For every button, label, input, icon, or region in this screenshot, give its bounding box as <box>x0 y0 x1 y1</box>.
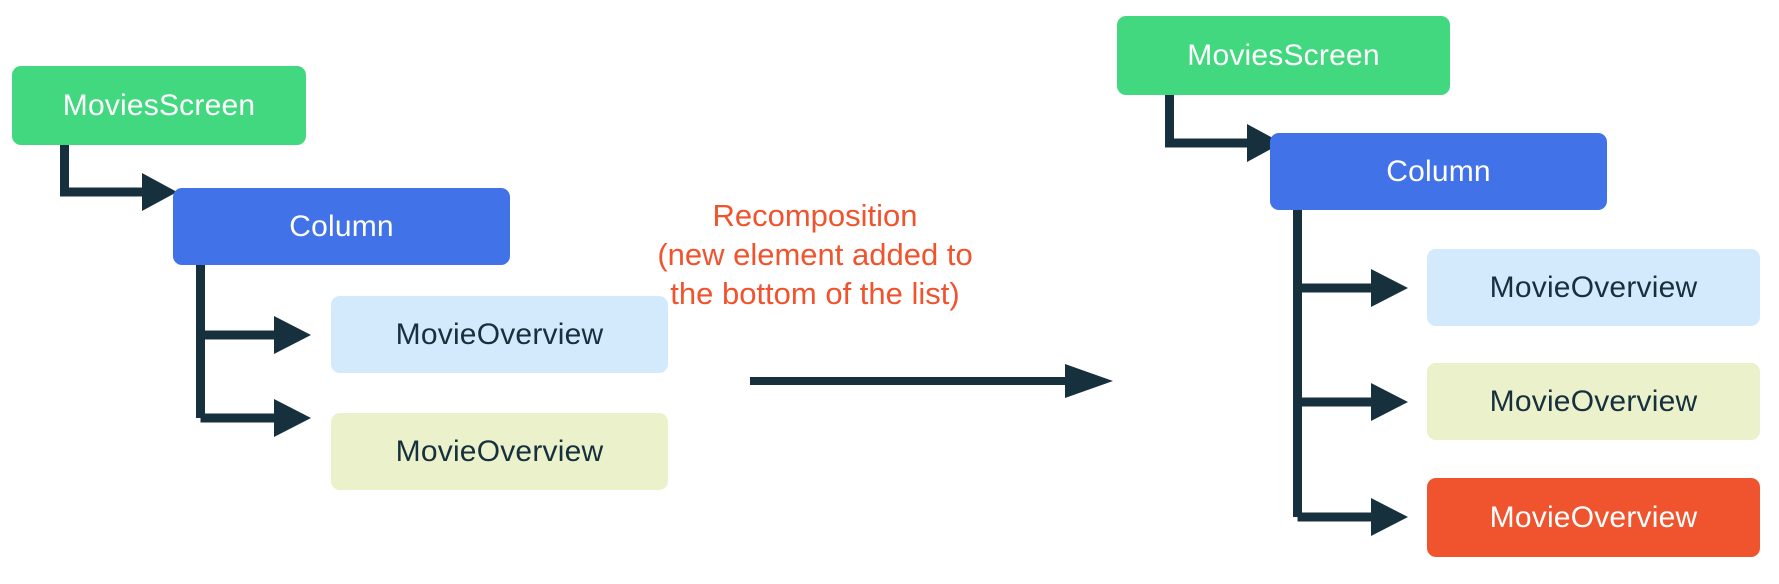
recomposition-caption: Recomposition (new element added to the … <box>657 198 973 311</box>
node-left-moviesscreen[interactable]: MoviesScreen <box>12 66 306 145</box>
node-right-movie-overview-3-new[interactable]: MovieOverview <box>1427 478 1760 557</box>
node-left-column[interactable]: Column <box>173 188 510 265</box>
connector-right-moviesscreen-to-column <box>1165 95 1282 162</box>
connector-right-column-to-children <box>1293 210 1408 536</box>
connector-left-moviesscreen-to-column <box>60 145 177 211</box>
node-right-movie-overview-1[interactable]: MovieOverview <box>1427 249 1760 326</box>
node-left-movie-overview-2[interactable]: MovieOverview <box>331 413 668 490</box>
recomposition-arrow <box>750 364 1113 398</box>
node-right-column[interactable]: Column <box>1270 133 1607 210</box>
node-left-movie-overview-1[interactable]: MovieOverview <box>331 296 668 373</box>
connector-left-column-to-children <box>196 265 311 437</box>
node-right-moviesscreen[interactable]: MoviesScreen <box>1117 16 1450 95</box>
node-right-movie-overview-2[interactable]: MovieOverview <box>1427 363 1760 440</box>
